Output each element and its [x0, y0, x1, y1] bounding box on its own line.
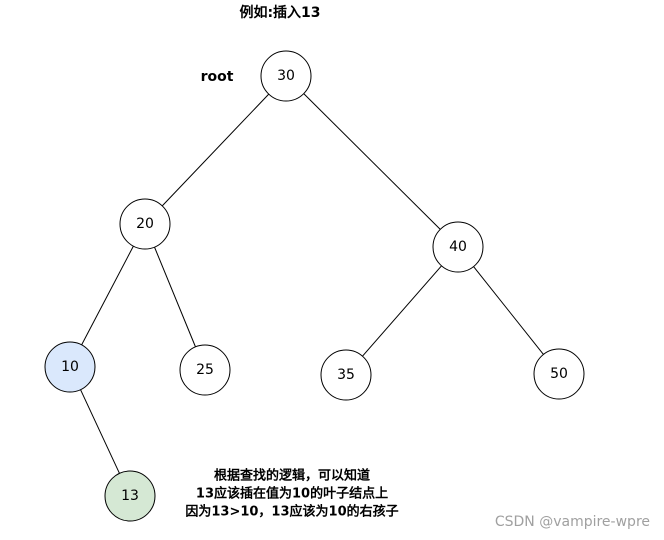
edge-30-40	[303, 93, 441, 230]
edge-30-20	[161, 93, 270, 207]
explanation-note: 根据查找的逻辑，可以知道 13应该插在值为10的叶子结点上 因为13>10，13…	[185, 468, 398, 520]
node-circle	[432, 221, 484, 273]
node-label: 35	[337, 367, 355, 383]
note-line-1: 根据查找的逻辑，可以知道	[214, 468, 370, 484]
tree-node-13: 13	[104, 470, 156, 522]
note-line-3: 因为13>10，13应该为10的右孩子	[185, 504, 398, 520]
diagram-title: 例如:插入13	[239, 4, 320, 21]
edge-40-50	[473, 266, 544, 355]
tree-node-10: 10	[44, 341, 96, 393]
node-circle	[44, 341, 96, 393]
node-label: 20	[136, 216, 154, 232]
tree-edges	[80, 93, 544, 474]
node-circle	[179, 344, 231, 396]
node-circle	[260, 50, 312, 102]
edge-20-10	[81, 245, 134, 346]
node-circle	[320, 349, 372, 401]
tree-node-35: 35	[320, 349, 372, 401]
node-label: 25	[196, 362, 214, 378]
tree-node-30: 30	[260, 50, 312, 102]
edge-20-25	[154, 246, 196, 348]
note-line-2: 13应该插在值为10的叶子结点上	[196, 486, 388, 502]
node-label: 10	[61, 359, 79, 375]
node-circle	[119, 198, 171, 250]
tree-node-50: 50	[533, 348, 585, 400]
node-circle	[533, 348, 585, 400]
node-label: 13	[121, 488, 139, 504]
node-label: 40	[449, 239, 467, 255]
edge-40-35	[362, 265, 442, 357]
node-label: 30	[277, 68, 295, 84]
root-label: root	[201, 69, 234, 85]
edge-10-13	[80, 389, 120, 474]
node-circle	[104, 470, 156, 522]
node-label: 50	[550, 366, 568, 382]
watermark: CSDN @vampire-wpre	[495, 514, 650, 530]
tree-node-25: 25	[179, 344, 231, 396]
tree-nodes: 30 20 40 10 25 35 50 13	[44, 50, 585, 522]
tree-node-40: 40	[432, 221, 484, 273]
tree-node-20: 20	[119, 198, 171, 250]
